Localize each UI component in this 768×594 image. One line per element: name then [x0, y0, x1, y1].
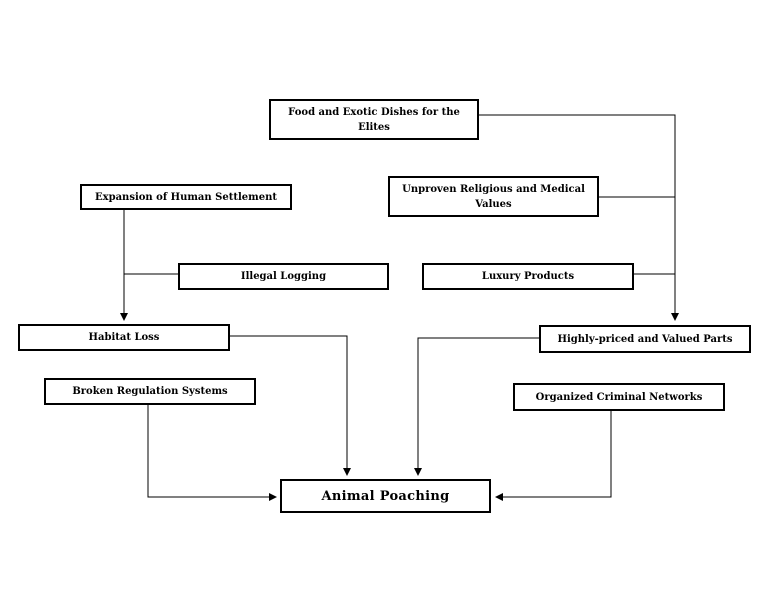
- node-unproven-religious-medical: Unproven Religious and Medical Values: [388, 176, 599, 217]
- connector-food-to-highly-priced: [479, 114, 679, 321]
- node-habitat-loss: Habitat Loss: [18, 324, 230, 351]
- connector-habitat-loss-to-poaching: [229, 335, 351, 476]
- node-broken-regulation-systems: Broken Regulation Systems: [44, 378, 256, 405]
- connector-organized-criminal-to-poaching: [495, 409, 612, 501]
- node-animal-poaching: Animal Poaching: [280, 479, 491, 513]
- node-illegal-logging: Illegal Logging: [178, 263, 389, 290]
- connector-broken-regulation-to-poaching: [147, 403, 277, 501]
- node-organized-criminal-networks: Organized Criminal Networks: [513, 383, 725, 411]
- connector-highly-priced-to-poaching: [414, 337, 540, 476]
- node-expansion-human-settlement: Expansion of Human Settlement: [80, 184, 292, 210]
- node-highly-priced-parts: Highly-priced and Valued Parts: [539, 325, 751, 353]
- node-food-exotic-dishes: Food and Exotic Dishes for the Elites: [269, 99, 479, 140]
- node-luxury-products: Luxury Products: [422, 263, 634, 290]
